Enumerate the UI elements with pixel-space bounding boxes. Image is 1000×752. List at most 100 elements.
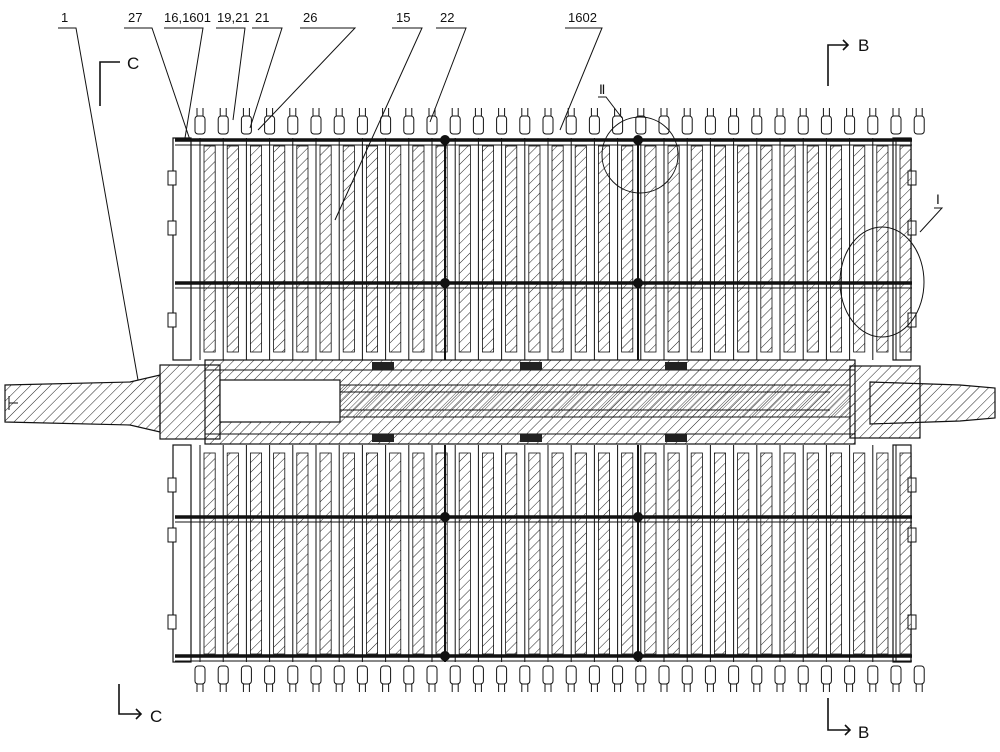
- tooth-pin: [844, 665, 856, 685]
- blade-section: [551, 145, 564, 353]
- tooth-pin: [380, 665, 392, 685]
- blade-section: [319, 145, 332, 353]
- section-b-top-label: B: [858, 36, 869, 55]
- coupling-node: [440, 512, 450, 522]
- tooth-pin: [635, 115, 647, 135]
- plate-bolt: [167, 220, 177, 236]
- tooth-pin: [287, 115, 299, 135]
- tooth-pin: [728, 115, 740, 135]
- coupling-node: [440, 135, 450, 145]
- shaft-left-end: [4, 374, 161, 433]
- blade-section: [737, 452, 750, 655]
- section-mark-c-bottom: C: [118, 684, 162, 726]
- tooth-pin: [890, 115, 902, 135]
- tooth-pin: [612, 115, 624, 135]
- blade-section: [621, 452, 634, 655]
- end-plate-left: [172, 137, 192, 361]
- tooth-pin: [612, 665, 624, 685]
- shaft-right-end: [869, 381, 996, 425]
- tooth-pin: [681, 115, 693, 135]
- tooth-pin: [264, 665, 276, 685]
- roller-body: [167, 108, 925, 692]
- tooth-pin: [704, 115, 716, 135]
- tooth-pin: [704, 665, 716, 685]
- blade-section: [528, 452, 541, 655]
- blade-section: [203, 452, 216, 655]
- blade-section: [667, 452, 680, 655]
- tooth-pin: [797, 115, 809, 135]
- tooth-pin: [565, 115, 577, 135]
- blade-section: [853, 145, 866, 353]
- tooth-pin: [519, 115, 531, 135]
- tooth-pin: [751, 115, 763, 135]
- callout-1602: 1602: [568, 10, 597, 25]
- blade-section: [412, 452, 425, 655]
- tooth-pin: [310, 115, 322, 135]
- callout-16-1601: 16,1601: [164, 10, 211, 25]
- tooth-pin: [356, 115, 368, 135]
- blade-section: [458, 145, 471, 353]
- tooth-pin: [240, 115, 252, 135]
- tooth-pin: [820, 665, 832, 685]
- blade-section: [342, 145, 355, 353]
- tooth-pin: [774, 115, 786, 135]
- blade-section: [528, 145, 541, 353]
- section-b-bottom-label: B: [858, 723, 869, 742]
- blade-section: [574, 452, 587, 655]
- tooth-pin: [217, 665, 229, 685]
- blade-section: [365, 145, 378, 353]
- tooth-pin: [496, 665, 508, 685]
- detail-circle-II: [601, 116, 679, 194]
- shaft-bore: [219, 379, 341, 423]
- tooth-pin: [588, 665, 600, 685]
- tooth-pin: [751, 665, 763, 685]
- tooth-pin: [472, 665, 484, 685]
- section-mark-b-top: B: [827, 36, 869, 86]
- blade-section: [226, 452, 239, 655]
- blade-section: [342, 452, 355, 655]
- tooth-pin: [844, 115, 856, 135]
- blade-section: [830, 452, 843, 655]
- callout-26: 26: [303, 10, 317, 25]
- blade-section: [760, 452, 773, 655]
- tooth-pin: [681, 665, 693, 685]
- tooth-pin: [264, 115, 276, 135]
- callout-21: 21: [255, 10, 269, 25]
- blade-section: [783, 452, 796, 655]
- blade-section: [806, 145, 819, 353]
- tooth-pin: [240, 665, 252, 685]
- blade-section: [690, 145, 703, 353]
- inner-rod: [339, 384, 851, 418]
- tooth-pin: [449, 115, 461, 135]
- leader-lines: [58, 27, 944, 381]
- blade-section: [365, 452, 378, 655]
- coupling-node: [633, 278, 643, 288]
- blade-section: [296, 452, 309, 655]
- tooth-pin: [588, 115, 600, 135]
- blade-section: [899, 452, 912, 655]
- blade-section: [806, 452, 819, 655]
- tooth-pin: [820, 115, 832, 135]
- blade-section: [853, 452, 866, 655]
- tooth-pin: [194, 115, 206, 135]
- tooth-pin: [217, 115, 229, 135]
- tooth-pin: [333, 665, 345, 685]
- callout-1: 1: [61, 10, 68, 25]
- blade-section: [389, 452, 402, 655]
- blade-section: [598, 452, 611, 655]
- callout-19-21: 19,21: [217, 10, 250, 25]
- end-plate-left: [172, 444, 192, 663]
- tooth-pin: [565, 665, 577, 685]
- blade-section: [203, 145, 216, 353]
- tooth-pin: [542, 115, 554, 135]
- blade-section: [296, 145, 309, 353]
- tooth-pin: [403, 115, 415, 135]
- callout-22: 22: [440, 10, 454, 25]
- blade-section: [389, 145, 402, 353]
- tooth-pin: [426, 665, 438, 685]
- tooth-pin: [797, 665, 809, 685]
- tooth-pin: [867, 115, 879, 135]
- blade-section: [830, 145, 843, 353]
- blade-section: [876, 145, 889, 353]
